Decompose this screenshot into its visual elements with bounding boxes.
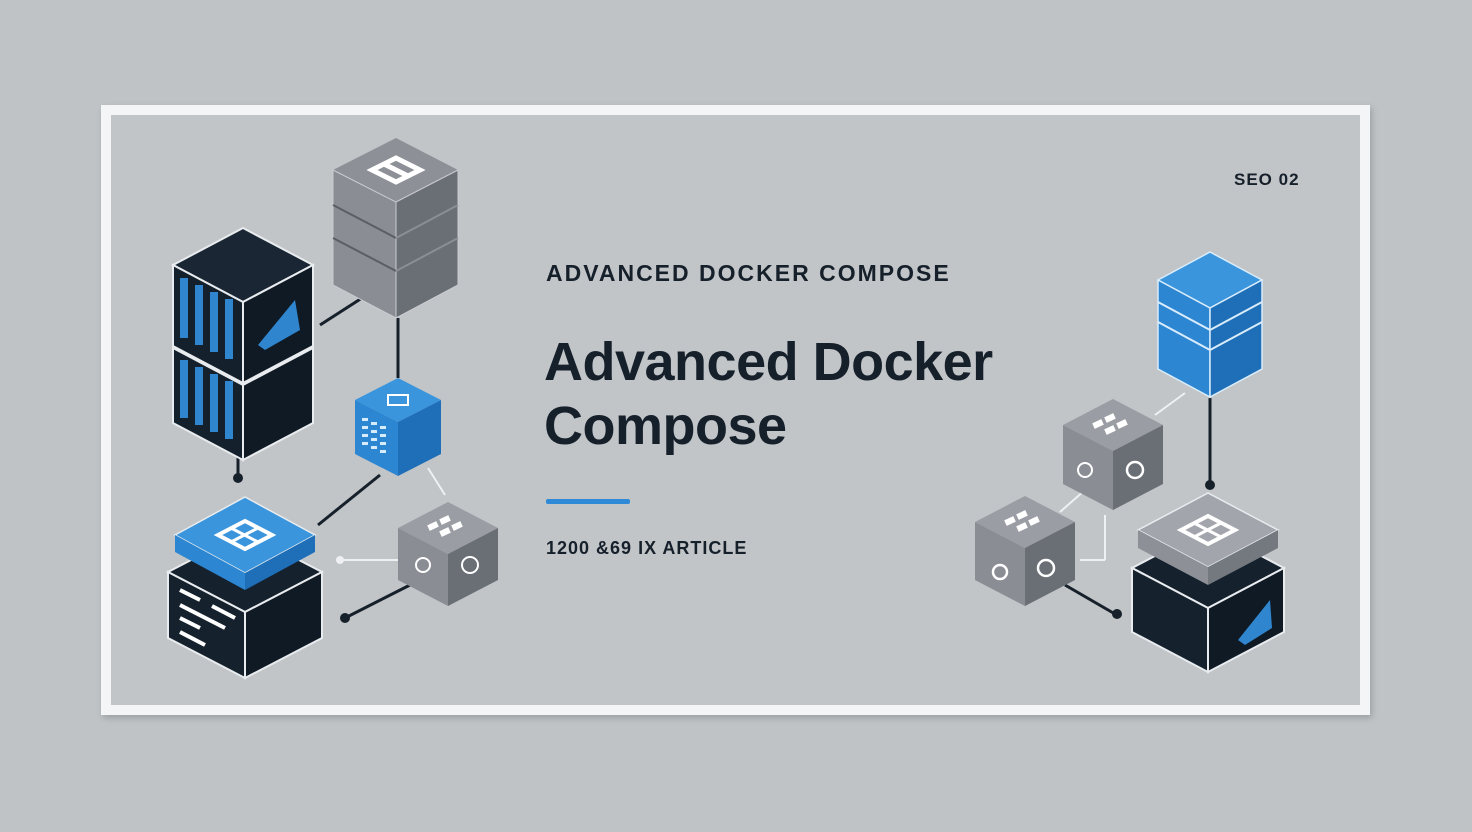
- article-meta: 1200 &69 IX ARTICLE: [546, 538, 748, 558]
- gray-gear-cube-icon: [975, 496, 1075, 606]
- connector-lines-left: [236, 296, 411, 620]
- blue-database-stack-icon: [1156, 251, 1264, 399]
- connector-lines-right: [1059, 392, 1215, 619]
- series-badge: SEO 02: [1234, 170, 1300, 189]
- accent-divider: [546, 499, 630, 504]
- gray-server-stack-icon: [332, 138, 459, 319]
- gray-gear-cube-icon: [398, 502, 498, 606]
- page-title: Advanced Docker Compose: [544, 332, 993, 456]
- gray-gear-cube-icon: [1063, 399, 1163, 510]
- blue-service-cube-icon: [355, 378, 441, 476]
- blue-grid-cube-on-dark-base-icon: [165, 496, 325, 680]
- kicker-label: ADVANCED DOCKER COMPOSE: [546, 260, 951, 286]
- gray-grid-cube-on-dark-base-icon: [1129, 492, 1287, 674]
- dark-container-stack-icon: [170, 226, 316, 462]
